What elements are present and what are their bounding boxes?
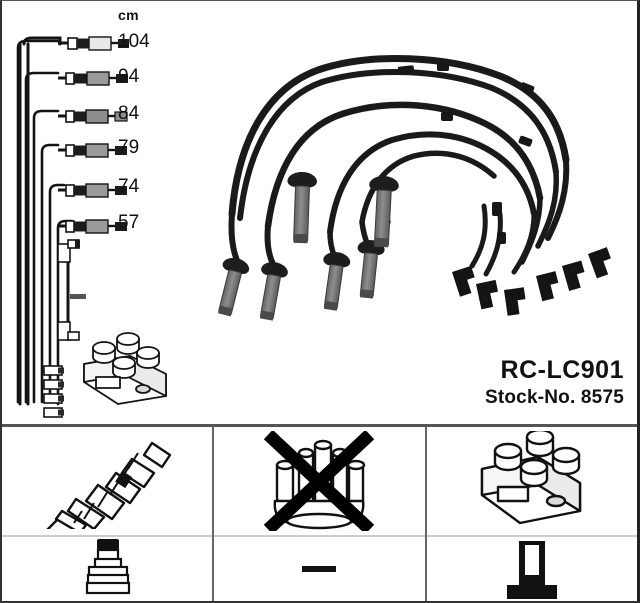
coil-terminal-icon [506,541,557,599]
spark-plug-boot-icon [86,539,131,595]
product-label: RC-LC901 Stock-No. 8575 [485,357,624,408]
product-code: RC-LC901 [500,356,624,384]
distributor-cap-crossed-out-icon [264,431,375,531]
length-value-1: 104 [118,31,150,52]
coil-pack-lineart [83,332,167,405]
length-row-connectors [58,36,129,234]
cable-terminal-stubs [43,365,64,418]
panel-spark-plug [2,427,213,603]
ignition-coil-pack-icon [480,431,582,525]
main-illustration [16,36,611,418]
spark-plug-icon [46,441,172,529]
cable-harness-drawing [16,36,611,418]
length-value-4: 79 [118,137,140,158]
length-value-2: 94 [118,66,140,87]
dash-icon [302,566,337,572]
cable-loop-routing [16,39,74,406]
length-unit-label: cm [118,7,139,23]
panel-spark-plug-bottom [2,535,213,603]
panel-spark-plug-top [2,427,212,535]
panel-distributor-cap-top [214,427,424,535]
panel-ignition-coil [424,427,637,603]
cable-clips [397,62,535,244]
panel-ignition-coil-top [427,427,637,535]
jumper-dash-marker [70,294,86,299]
panel-ignition-coil-bottom [426,535,637,603]
stock-number: Stock-No. 8575 [484,387,624,409]
length-value-6: 57 [118,212,140,233]
length-cable-rows [18,36,62,406]
length-value-3: 84 [118,103,140,124]
jumper-lead [57,239,80,341]
installed-harness-photo [228,55,570,277]
coil-end-connectors [452,247,611,316]
spark-plug-boots [218,172,399,321]
panel-distributor-cap [212,427,425,601]
length-legend: cm 104 94 84 79 74 57 [118,8,182,232]
compatibility-panels [2,424,637,601]
panel-distributor-cap-bottom [214,535,425,601]
length-value-5: 74 [118,176,140,197]
